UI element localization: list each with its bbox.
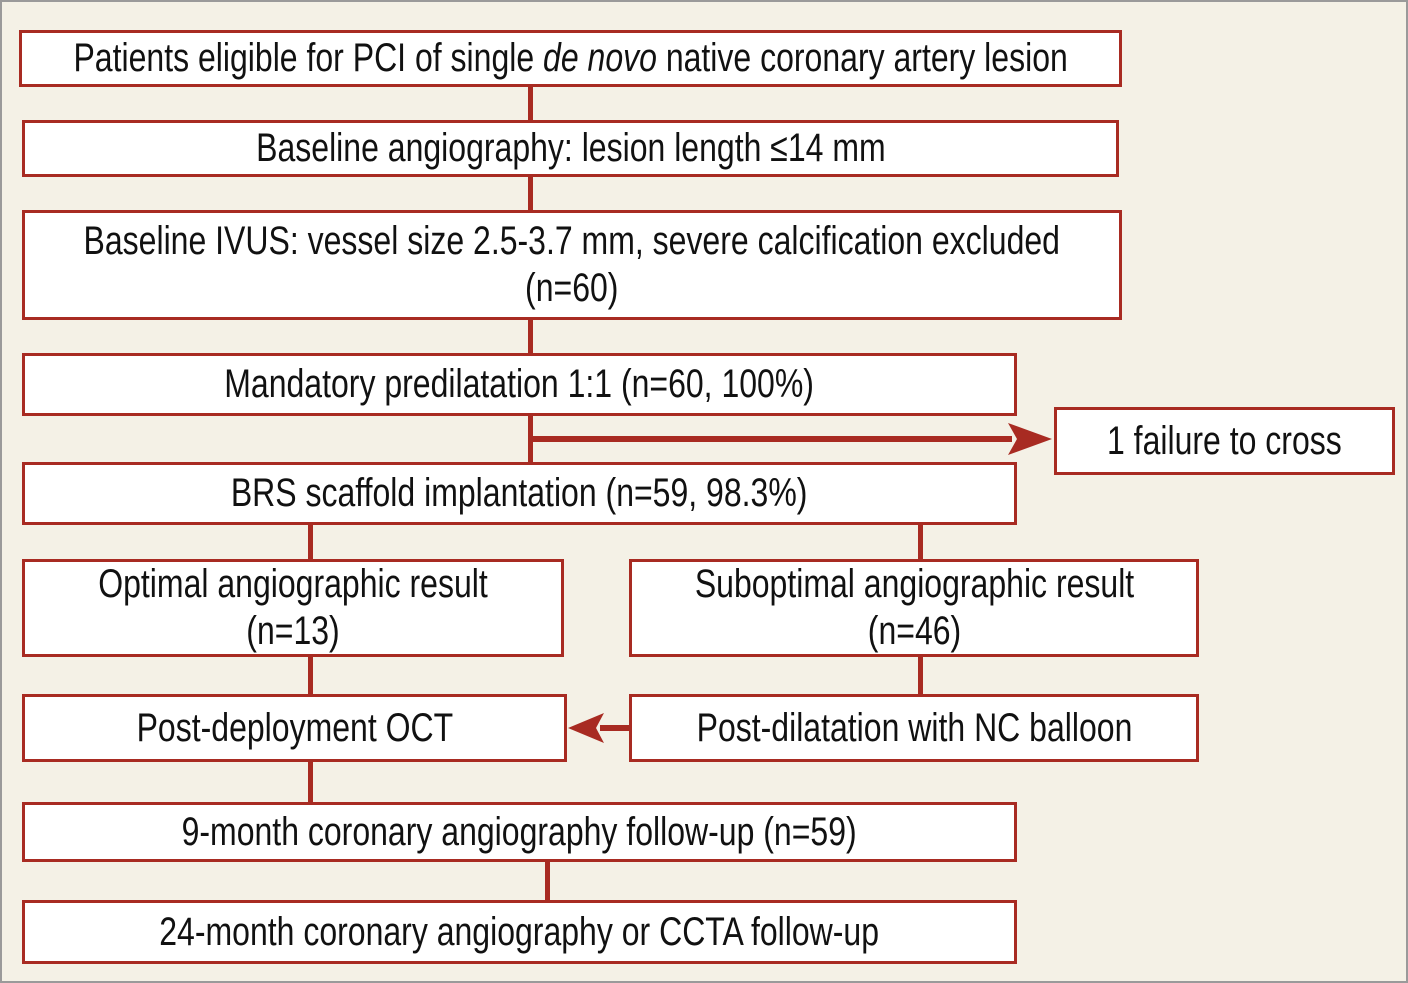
label-line-2: (n=60) — [525, 266, 619, 310]
connector-angiography-to-ivus — [528, 177, 533, 210]
node-brs-scaffold-implantation: BRS scaffold implantation (n=59, 98.3%) — [22, 462, 1017, 525]
node-post-deployment-oct: Post-deployment OCT — [22, 694, 567, 762]
node-optimal-angiographic-result: Optimal angiographic result (n=13) — [22, 559, 564, 657]
label-line-2: (n=13) — [246, 609, 340, 653]
connector-brs-to-suboptimal — [918, 525, 923, 559]
node-label: 1 failure to cross — [1107, 418, 1342, 463]
node-baseline-ivus: Baseline IVUS: vessel size 2.5-3.7 mm, s… — [22, 210, 1122, 320]
label-italic-text: de novo — [542, 36, 657, 80]
label-line-1: Suboptimal angiographic result — [694, 562, 1134, 606]
node-mandatory-predilatation: Mandatory predilatation 1:1 (n=60, 100%) — [22, 353, 1017, 416]
node-label: Baseline angiography: lesion length ≤14 … — [255, 126, 886, 170]
node-label: 9-month coronary angiography follow-up (… — [181, 809, 858, 854]
node-label: Suboptimal angiographic result (n=46) — [632, 561, 1196, 655]
arrow-left-icon — [568, 713, 604, 743]
connector-suboptimal-to-postdilatation — [918, 657, 923, 694]
connector-eligible-to-angiography — [528, 87, 533, 120]
node-label: Baseline IVUS: vessel size 2.5-3.7 mm, s… — [25, 218, 1119, 312]
connector-optimal-to-oct — [308, 657, 313, 694]
node-label: Mandatory predilatation 1:1 (n=60, 100%) — [224, 362, 815, 406]
node-label: BRS scaffold implantation (n=59, 98.3%) — [231, 471, 808, 515]
node-post-dilatation-nc-balloon: Post-dilatation with NC balloon — [629, 694, 1199, 762]
arrow-postdilatation-to-oct-shaft — [600, 725, 629, 731]
node-label: Optimal angiographic result (n=13) — [25, 561, 561, 655]
node-9-month-followup: 9-month coronary angiography follow-up (… — [22, 802, 1017, 862]
arrow-failure-to-cross-shaft — [528, 436, 1012, 442]
connector-9-month-to-24-month — [545, 862, 550, 900]
node-patients-eligible: Patients eligible for PCI of single de n… — [19, 30, 1122, 87]
connector-ivus-to-predilatation — [528, 320, 533, 353]
label-text: Patients eligible for PCI of single — [73, 36, 543, 80]
arrow-right-icon — [1008, 423, 1052, 455]
label-text: native coronary artery lesion — [656, 36, 1068, 80]
node-label: Patients eligible for PCI of single de n… — [22, 35, 1119, 82]
node-suboptimal-angiographic-result: Suboptimal angiographic result (n=46) — [629, 559, 1199, 657]
node-24-month-followup: 24-month coronary angiography or CCTA fo… — [22, 900, 1017, 964]
label-line-1: Optimal angiographic result — [98, 562, 488, 606]
label-line-2: (n=46) — [867, 609, 961, 653]
connector-oct-to-9-month — [308, 762, 313, 802]
node-label: 24-month coronary angiography or CCTA fo… — [159, 909, 880, 954]
label-line-1: Baseline IVUS: vessel size 2.5-3.7 mm, s… — [83, 219, 1061, 263]
connector-brs-to-optimal — [308, 525, 313, 559]
node-baseline-angiography: Baseline angiography: lesion length ≤14 … — [22, 120, 1119, 177]
node-label: Post-dilatation with NC balloon — [696, 705, 1132, 750]
node-failure-to-cross: 1 failure to cross — [1054, 407, 1395, 475]
node-label: Post-deployment OCT — [136, 705, 453, 750]
